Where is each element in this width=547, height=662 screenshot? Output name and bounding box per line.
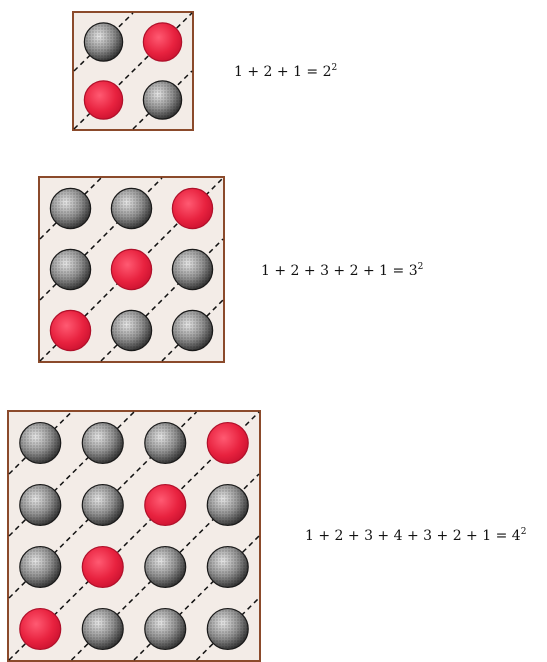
red-ball — [206, 421, 249, 465]
red-ball — [49, 309, 92, 352]
gray-ball — [81, 483, 124, 527]
gray-ball — [206, 607, 249, 651]
equation-lhs: 1 + 2 + 1 = 2 — [234, 64, 332, 80]
gray-ball — [206, 483, 249, 527]
red-ball — [110, 248, 153, 291]
gray-ball — [171, 309, 214, 352]
gray-ball — [110, 187, 153, 230]
square-grid — [7, 410, 261, 662]
equation: 1 + 2 + 3 + 2 + 1 = 32 — [261, 262, 423, 279]
gray-ball — [83, 22, 124, 62]
grid-drawing — [73, 12, 193, 130]
equation: 1 + 2 + 1 = 22 — [234, 63, 337, 80]
gray-ball — [144, 607, 187, 651]
equation-lhs: 1 + 2 + 3 + 4 + 3 + 2 + 1 = 4 — [305, 528, 521, 544]
equation-lhs: 1 + 2 + 3 + 2 + 1 = 3 — [261, 263, 418, 279]
red-ball — [144, 483, 187, 527]
gray-ball — [110, 309, 153, 352]
diagonal-dashed-line — [195, 597, 260, 661]
equation-exponent: 2 — [417, 262, 424, 272]
gray-ball — [19, 483, 62, 527]
red-ball — [171, 187, 214, 230]
gray-ball — [49, 187, 92, 230]
grid-drawing — [39, 177, 224, 362]
gray-ball — [142, 80, 183, 120]
diagonal-dashed-line — [73, 12, 134, 72]
gray-ball — [144, 421, 187, 465]
red-ball — [142, 22, 183, 62]
equation-exponent: 2 — [331, 63, 338, 73]
gray-ball — [19, 421, 62, 465]
red-ball — [19, 607, 62, 651]
red-ball — [83, 80, 124, 120]
equation-exponent: 2 — [520, 527, 527, 537]
square-grid — [72, 11, 194, 131]
diagonal-dashed-line — [132, 70, 193, 130]
gray-ball — [206, 545, 249, 589]
diagonal-dashed-line — [8, 411, 73, 475]
grid-drawing — [8, 411, 260, 661]
equation: 1 + 2 + 3 + 4 + 3 + 2 + 1 = 42 — [305, 527, 526, 544]
square-grid — [38, 176, 225, 363]
gray-ball — [49, 248, 92, 291]
gray-ball — [144, 545, 187, 589]
gray-ball — [171, 248, 214, 291]
gray-ball — [19, 545, 62, 589]
red-ball — [81, 545, 124, 589]
gray-ball — [81, 421, 124, 465]
gray-ball — [81, 607, 124, 651]
